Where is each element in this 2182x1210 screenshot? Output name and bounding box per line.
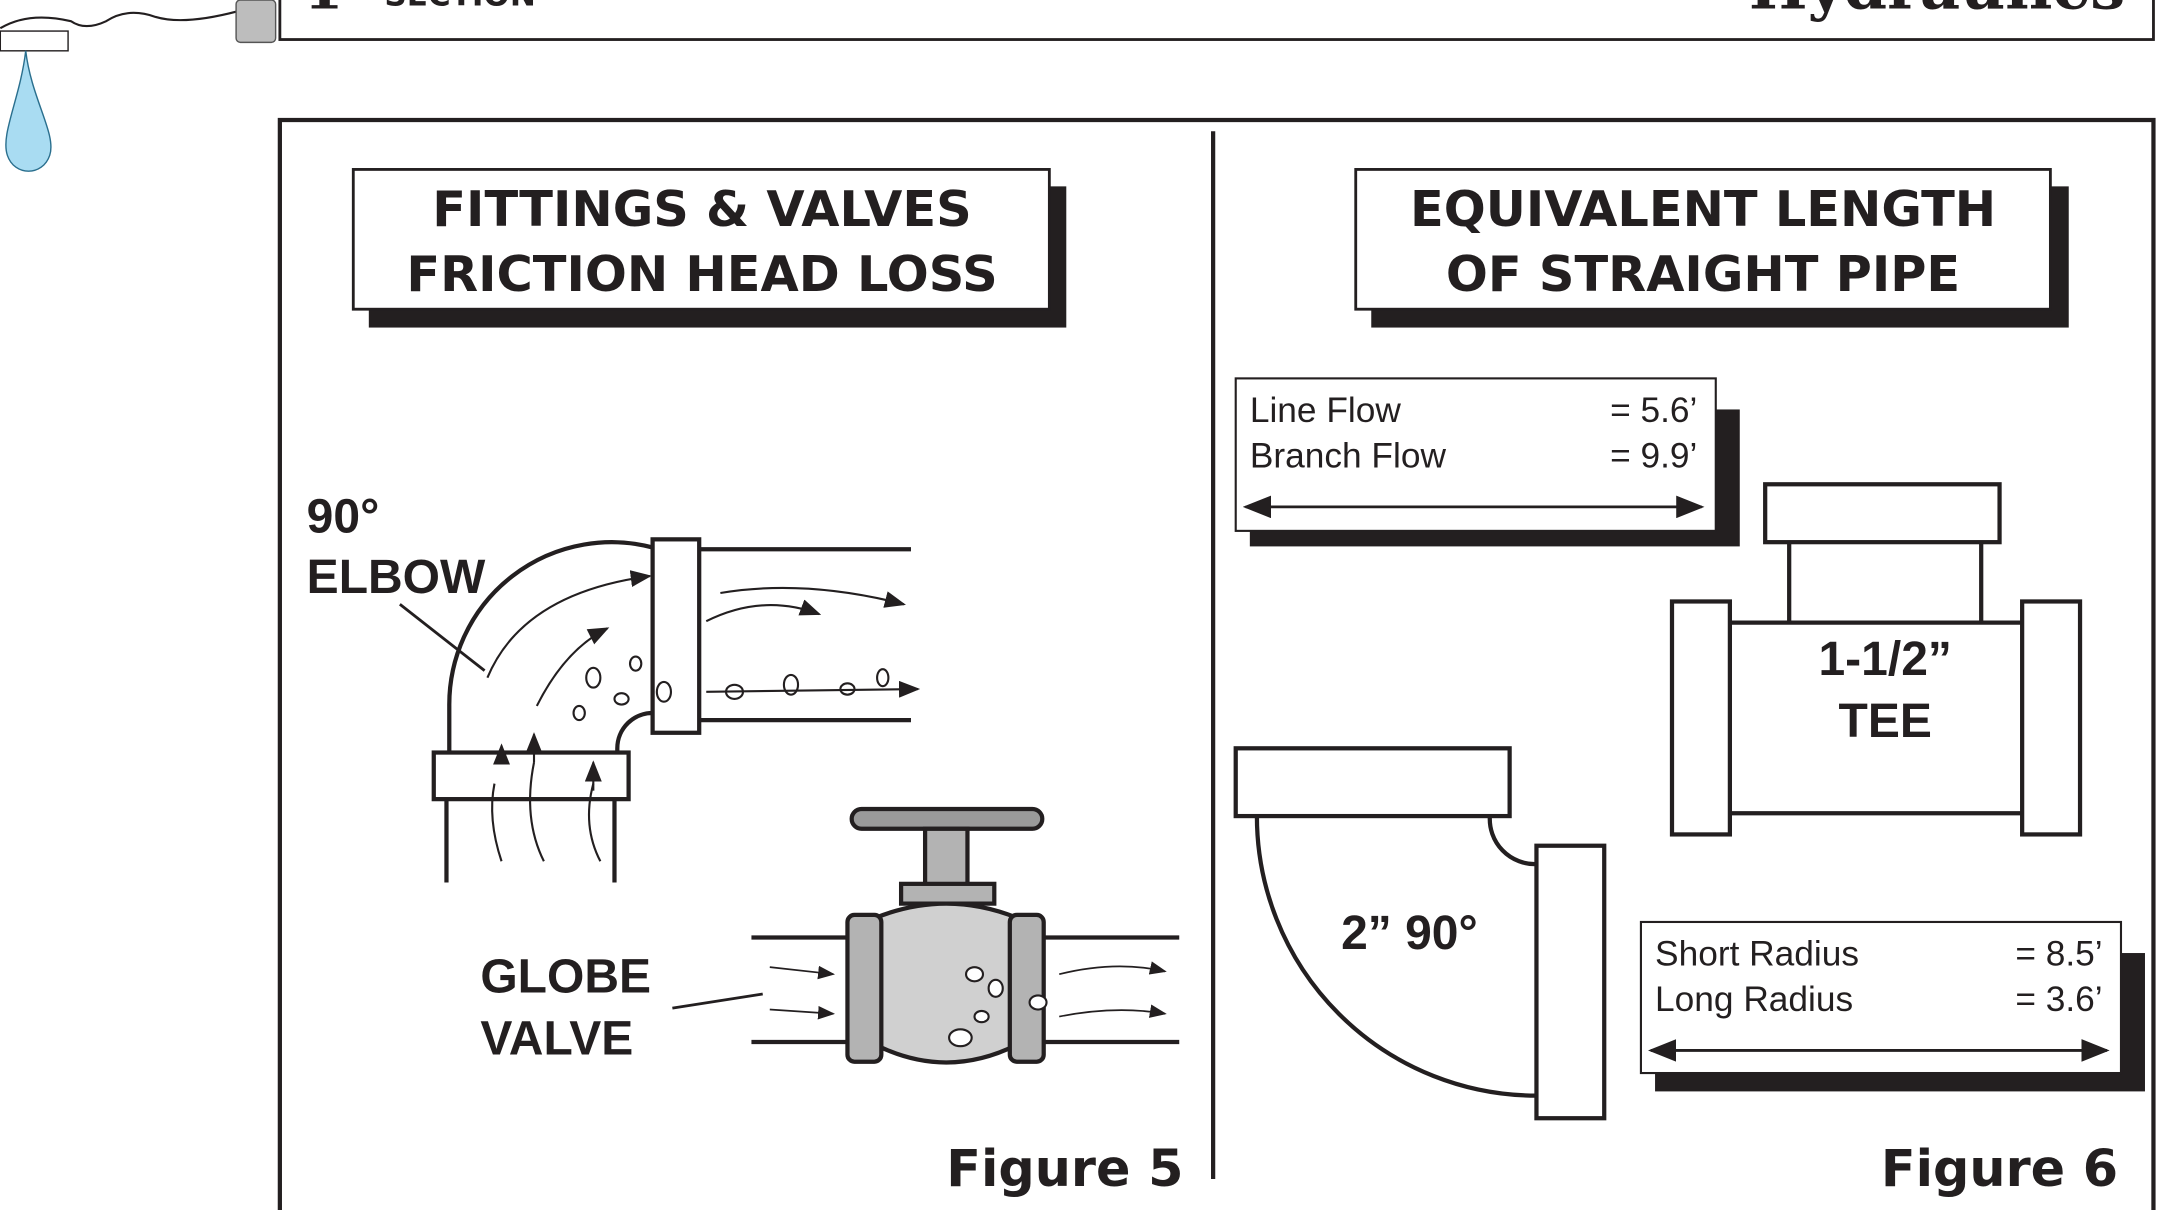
elbow-label-line1: 90° [307,490,380,543]
page-header: 1 SECTION Hydraulics [0,0,2155,172]
globe-valve-drawing [751,806,1180,1065]
figure6-caption: Figure 6 [1881,1139,2118,1198]
figure5-caption: Figure 5 [946,1139,1183,1198]
faucet-spout-icon [0,30,69,52]
tee-label-line2: TEE [1839,695,1932,748]
tee-row-value: = 9.9’ [1610,436,1697,475]
section-number: 1 [304,0,343,22]
tee-label-line1: 1-1/2” [1818,633,1951,686]
tee-row-label: Branch Flow [1250,436,1447,475]
tee-row-label: Line Flow [1250,391,1402,430]
elbow-2in-drawing [1233,746,1607,1121]
figure5-title-line1: FITTINGS & VALVES [432,180,971,238]
figure-5: FITTINGS & VALVES FRICTION HEAD LOSS 90°… [307,168,1183,1198]
elbow-label-line2: ELBOW [307,551,486,604]
elbow-values-box: Short Radius = 8.5’ Long Radius = 3.6’ [1639,920,2145,1092]
header-title: Hydraulics [1749,0,2125,23]
elbow-row-value: = 8.5’ [2015,935,2102,974]
valve-label-line1: GLOBE [480,951,651,1004]
valve-label-line2: VALVE [480,1013,633,1066]
elbow-2in-label: 2” 90° [1341,907,1478,960]
elbow-90-drawing [431,537,921,883]
figure6-title-box [1354,168,2052,311]
tee-drawing [1669,482,2083,837]
elbow-leader [399,603,486,672]
elbow-row-label: Long Radius [1655,980,1853,1019]
figure-6: EQUIVALENT LENGTH OF STRAIGHT PIPE Line … [1233,168,2145,1198]
figure-frame [277,117,2156,1210]
elbow-row-value: = 3.6’ [2015,980,2102,1019]
tee-values-box: Line Flow = 5.6’ Branch Flow = 9.9’ [1234,377,1740,547]
elbow-row-label: Short Radius [1655,935,1859,974]
header-box [278,0,2155,41]
figure6-title-line2: OF STRAIGHT PIPE [1446,245,1960,303]
figure5-title-box [351,168,1051,311]
faucet-outline [0,10,238,30]
figure5-title-line2: FRICTION HEAD LOSS [406,245,997,303]
figure6-title-line1: EQUIVALENT LENGTH [1410,180,1996,238]
tee-row-value: = 5.6’ [1610,391,1697,430]
section-label: SECTION [384,0,535,14]
water-drop-icon [5,50,52,172]
valve-leader [672,992,763,1010]
faucet-handle [235,0,277,44]
